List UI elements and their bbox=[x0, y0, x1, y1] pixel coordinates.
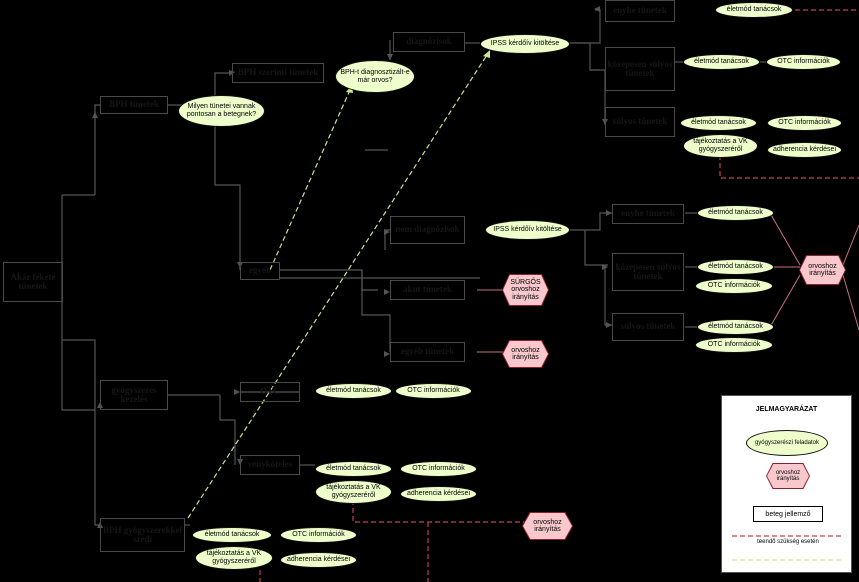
bph-diag-kerdes-ellipse: BPH-t diagnosztizált-e már orvos? bbox=[335, 60, 415, 93]
enyhe-tunetek-2-node: enyhe tünetek bbox=[612, 204, 684, 224]
otc-info-ellipse-7: OTC információk bbox=[280, 527, 357, 543]
eletmod-ellipse-6: életmód tanácsok bbox=[697, 319, 774, 335]
nem-diagnozisok-node: nem diagnózisok bbox=[390, 216, 465, 244]
enyhe-tunetek-1-node: enyhe tünetek bbox=[605, 0, 675, 22]
kozepesen-sulyos-2-node: közepesen súlyos tünetek bbox=[612, 253, 684, 291]
otc-info-ellipse-5: OTC információk bbox=[395, 383, 472, 399]
adherencia-ellipse-2: adherencia kérdései bbox=[400, 486, 477, 502]
orvoshoz-hex-2: orvoshoz irányítás bbox=[800, 256, 845, 284]
bph-tunetek-node: BPH tünetek bbox=[100, 96, 168, 114]
legend-hex-sample: orvoshoz irányítás bbox=[767, 464, 809, 488]
urgos-orvoshoz-hex: SÜRGŐS orvoshoz irányítás bbox=[503, 275, 548, 305]
egyeb-tunetek-node: egyéb tünetek bbox=[390, 342, 465, 362]
eletmod-ellipse-1: életmód tanácsok bbox=[715, 2, 793, 18]
root-node: Akár fekete tünetek bbox=[3, 262, 63, 302]
kozepesen-sulyos-1-node: közepesen súlyos tünetek bbox=[605, 47, 675, 91]
ipss-1-ellipse: IPSS kérdőív kitöltése bbox=[480, 34, 570, 54]
diagnozisok-node: diagnózisok bbox=[393, 32, 465, 52]
legend-dash-green bbox=[732, 559, 842, 561]
eletmod-ellipse-9: életmód tanácsok bbox=[192, 527, 272, 543]
tajekoztatas-ellipse-3: tájékoztatás a VK gyógyszeréről bbox=[195, 546, 273, 570]
otc-info-ellipse-6: OTC információk bbox=[400, 461, 477, 477]
tajekoztatas-ellipse-2: tájékoztatás a VK gyógyszeréről bbox=[315, 480, 392, 504]
eletmod-ellipse-3: életmód tanácsok bbox=[680, 115, 757, 131]
sulyos-2-node: súlyos tünetek bbox=[612, 313, 684, 341]
adherencia-ellipse-3: adherencia kérdései bbox=[280, 552, 357, 568]
eletmod-ellipse-4: életmód tanácsok bbox=[697, 205, 774, 221]
sulyos-1-node: súlyos tünetek bbox=[605, 107, 675, 137]
eletmod-ellipse-2: életmód tanácsok bbox=[683, 54, 760, 70]
orvoshoz-hex-3: orvoshoz irányítás bbox=[523, 513, 572, 539]
adherencia-ellipse-1: adherencia kérdései bbox=[767, 142, 842, 158]
kerdes-tunetek-ellipse: Milyen tünetei vannak pontosan a betegne… bbox=[178, 95, 265, 127]
orvoshoz-hex-1: orvoshoz irányítás bbox=[503, 341, 548, 367]
akut-tunetek-node: akut tünetek bbox=[390, 280, 465, 300]
venykoteles-node: vényköteles bbox=[240, 455, 300, 475]
ipss-2-ellipse: IPSS kérdőív kitöltése bbox=[485, 220, 570, 240]
legend-panel: JELMAGYARÁZAT gyógyszerészi feladatok or… bbox=[721, 395, 852, 573]
eletmod-ellipse-7: életmód tanácsok bbox=[315, 383, 392, 399]
egyeb-node: egyéb bbox=[240, 262, 280, 280]
tajekoztatas-ellipse-1: tájékoztatás a VK gyógyszeréről bbox=[683, 134, 758, 158]
legend-dashed-label: teendő szükség esetén bbox=[757, 539, 819, 545]
legend-title: JELMAGYARÁZAT bbox=[755, 406, 818, 413]
otc-node: OTC bbox=[240, 382, 300, 402]
eletmod-ellipse-8: életmód tanácsok bbox=[315, 461, 392, 477]
bph-szerinti-node: BPH szerinti tünetek bbox=[232, 63, 324, 83]
gyogyszeres-kezeles-node: gyógyszeres kezelés bbox=[100, 380, 168, 410]
legend-ellipse-sample: gyógyszerészi feladatok bbox=[746, 430, 828, 456]
legend-rect-sample: beteg jellemző bbox=[753, 506, 823, 522]
otc-info-ellipse-1: OTC információk bbox=[766, 54, 841, 70]
otc-info-ellipse-4: OTC információk bbox=[695, 337, 773, 353]
legend-dash-red bbox=[732, 535, 842, 537]
eletmod-ellipse-5: életmód tanácsok bbox=[697, 259, 774, 275]
otc-info-ellipse-3: OTC információk bbox=[695, 278, 773, 294]
otc-info-ellipse-2: OTC információk bbox=[767, 115, 842, 131]
bph-gyogyszer-node: BPH gyógyszerekkel szedi bbox=[100, 518, 185, 552]
